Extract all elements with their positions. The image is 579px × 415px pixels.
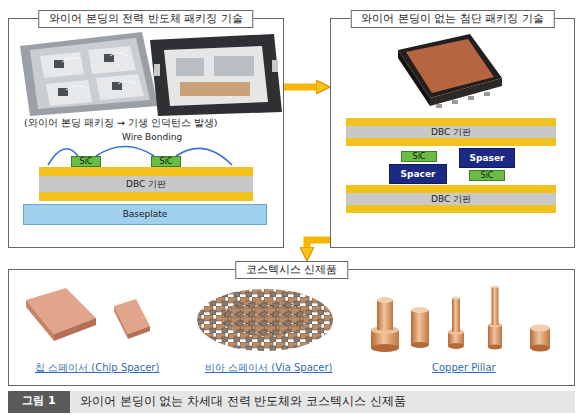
- product-caption: 칩 스페이서 (Chip Spacer): [35, 362, 159, 374]
- chip-spacer-side: [54, 318, 96, 341]
- module-part: [176, 58, 204, 76]
- pillar-shaft: [452, 297, 460, 300]
- figure-caption: 와이어 본딩이 없는 차세대 전력 반도체와 코스텍시스 신제품: [80, 395, 406, 408]
- annotation: (와이어 본딩 패키징 → 기생 인덕턴스 발생): [24, 118, 218, 129]
- chip-spacer-side: [114, 306, 128, 339]
- module-terminal: [272, 60, 278, 72]
- via-spacer-pile: [221, 300, 309, 336]
- package-lead: [436, 104, 442, 108]
- bond-wire: [176, 148, 232, 165]
- module-die: [104, 54, 114, 62]
- module-pad: [96, 74, 144, 100]
- package-lead: [452, 100, 458, 104]
- pillar-stud: [377, 297, 393, 303]
- figure-number: 그림 1: [8, 395, 70, 408]
- module-board: [20, 32, 158, 116]
- caption-bar: [8, 391, 575, 413]
- panel-heading: 와이어 본딩이 없는 첨단 패키징 기술: [350, 10, 554, 28]
- sic-chip: SiC: [71, 156, 101, 167]
- spacer-block: Spaser: [459, 148, 515, 168]
- flow-arrow: [307, 240, 330, 247]
- pillar-body: [411, 310, 429, 345]
- part-label: DBC 기판: [126, 180, 166, 189]
- figure-number-box: [8, 391, 70, 413]
- baseplate-band: Baseplate: [23, 204, 267, 225]
- part-label: SiC: [80, 158, 93, 166]
- module-substrate: [30, 38, 150, 109]
- part-label: DBC 기판: [431, 128, 471, 137]
- dbc-substrate: DBC 기판: [39, 167, 253, 201]
- copper-pillar-photo: [371, 286, 550, 352]
- caption-ground: [8, 391, 575, 413]
- pillar-shaft: [492, 287, 499, 325]
- product-caption: Copper Pillar: [432, 362, 496, 374]
- module-pad: [88, 46, 136, 74]
- part-label: SiC: [481, 172, 494, 180]
- package-lead: [484, 92, 490, 96]
- part-label: SiC: [413, 153, 426, 161]
- pillar-base: [488, 345, 502, 350]
- package-copper-top: [406, 39, 494, 93]
- package-lead: [468, 96, 474, 100]
- module-pad: [46, 80, 92, 106]
- pillar-body: [530, 345, 550, 352]
- module-inner: [164, 46, 268, 106]
- part-label: Spacer: [401, 170, 436, 179]
- panel-heading: 코스텍시스 신제품: [235, 261, 349, 279]
- pillar-stud: [377, 300, 393, 330]
- chip-spacer-side: [26, 300, 54, 341]
- module-terminal: [154, 64, 160, 76]
- pillar-base: [371, 344, 399, 352]
- package-panel: 와이어 본딩이 없는 첨단 패키징 기술DBC 기판SiCSpacerSpase…: [330, 18, 575, 248]
- module-die: [112, 82, 122, 90]
- dbc-substrate: DBC 기판: [346, 118, 556, 146]
- spacer-block: Spacer: [389, 164, 447, 184]
- module-part: [180, 82, 250, 96]
- part-label: Spaser: [470, 154, 505, 163]
- part-label: DBC 기판: [431, 195, 471, 204]
- pillar-body: [411, 342, 429, 348]
- pillar-base: [448, 343, 464, 349]
- pillar-shaft: [492, 286, 499, 289]
- annotation: Wire Bonding: [122, 132, 182, 142]
- panel-heading: 와이어 본딩의 전력 반도체 패키징 기술: [38, 10, 253, 28]
- sic-chip: SiC: [151, 156, 181, 167]
- via-spacer-photo: [197, 289, 333, 351]
- module-pad: [40, 52, 84, 78]
- part-label: SiC: [160, 158, 173, 166]
- sic-chip: SiC: [469, 170, 505, 181]
- pillar-body: [530, 325, 550, 332]
- flow-arrow: [284, 84, 316, 91]
- module-housing: [150, 34, 282, 116]
- module-wires: [62, 53, 136, 90]
- via-spacer-pile: [197, 289, 333, 351]
- chip-spacer-side: [128, 326, 150, 339]
- package-photo: [398, 34, 502, 108]
- module-photo: [20, 32, 282, 116]
- chip-spacer-photo: [26, 288, 150, 341]
- pillar-base: [488, 325, 502, 347]
- product-caption: 비아 스페이서 (Via Spacer): [205, 362, 332, 374]
- module-part: [214, 56, 254, 76]
- pillar-shaft: [452, 298, 460, 332]
- bond-wire: [96, 147, 154, 157]
- dbc-substrate: DBC 기판: [346, 185, 556, 213]
- sic-chip: SiC: [401, 151, 437, 162]
- pillar-body: [411, 307, 429, 313]
- part-label: Baseplate: [123, 210, 168, 219]
